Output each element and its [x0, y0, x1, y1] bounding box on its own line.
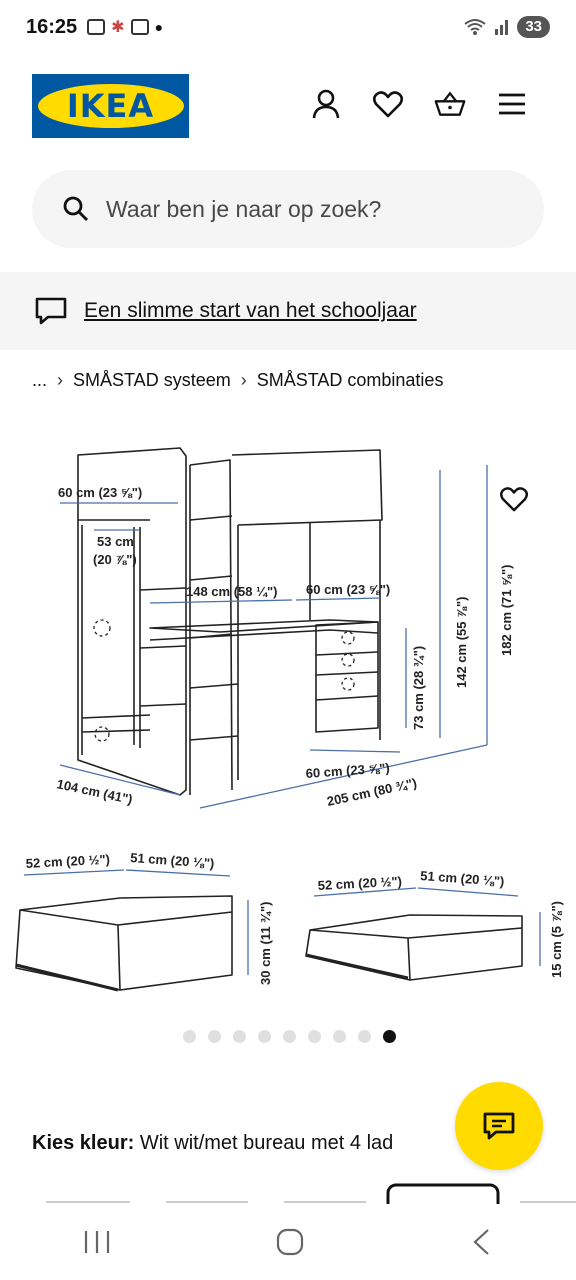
site-header: IKEA [0, 62, 576, 152]
breadcrumb-ellipsis[interactable]: ... [32, 370, 48, 390]
breadcrumb-item[interactable]: SMÅSTAD combinaties [256, 370, 444, 390]
breadcrumb-item[interactable]: SMÅSTAD systeem [73, 370, 231, 390]
dim-inner-width-in: (20 ⅞") [93, 552, 137, 567]
search-input[interactable]: Waar ben je naar op zoek? [106, 195, 382, 222]
dim-desk-depth: 60 cm (23 ⅝") [306, 582, 390, 597]
breadcrumb: ... › SMÅSTAD systeem › SMÅSTAD combinat… [32, 370, 443, 391]
slack-icon: ✱ [111, 19, 125, 36]
system-nav-bar [0, 1204, 576, 1280]
recent-apps-icon[interactable] [82, 1229, 112, 1255]
carousel-dot[interactable] [182, 1030, 196, 1043]
account-icon[interactable] [310, 88, 342, 120]
carousel-dot[interactable] [257, 1030, 271, 1043]
wishlist-heart-icon[interactable] [500, 486, 528, 517]
heart-icon[interactable] [372, 88, 404, 120]
home-icon[interactable] [275, 1227, 305, 1257]
status-time: 16:25 [26, 15, 78, 38]
dim-desk-width: 148 cm (58 ¼") [186, 584, 277, 599]
colour-label: Kies kleur: [32, 1132, 135, 1154]
battery-level: 33 [517, 16, 550, 38]
image-carousel-indicator [0, 1030, 576, 1043]
back-icon[interactable] [468, 1227, 494, 1257]
chevron-right-icon: › [240, 370, 247, 390]
colour-selection: Kies kleur: Wit wit/met bureau met 4 lad [32, 1132, 393, 1155]
dim-drawer1-width: 52 cm (20 ½") [25, 852, 110, 871]
carousel-dot[interactable] [282, 1030, 296, 1043]
dim-desk-height: 73 cm (28 ¾") [411, 646, 426, 730]
carousel-dot[interactable] [232, 1030, 246, 1043]
signal-icon [495, 20, 509, 35]
colour-value: Wit wit/met bureau met 4 lad [139, 1132, 394, 1154]
gallery-icon [130, 19, 149, 35]
colour-thumbnails[interactable] [0, 1180, 576, 1204]
dim-inner-width: 53 cm [97, 534, 134, 549]
dim-drawer1-height: 30 cm (11 ¾") [258, 902, 273, 986]
status-bar: 16:25 ✱ ● 33 [0, 0, 576, 54]
carousel-dot[interactable] [207, 1030, 221, 1043]
carousel-dot[interactable] [307, 1030, 321, 1043]
dim-drawer2-width: 52 cm (20 ½") [317, 874, 402, 893]
product-image[interactable]: 60 cm (23 ⅝") 53 cm (20 ⅞") 148 cm (58 ¼… [0, 440, 576, 1000]
promo-banner[interactable]: Een slimme start van het schooljaar [0, 272, 576, 350]
dim-drawer2-height: 15 cm (5 ⅞") [549, 901, 564, 978]
carousel-dot[interactable] [382, 1030, 396, 1043]
menu-icon[interactable] [496, 88, 528, 120]
chat-icon [483, 1112, 515, 1140]
chat-bubble-icon [35, 297, 67, 325]
dim-under-height: 142 cm (55 ⅞") [454, 597, 469, 688]
search-icon [63, 196, 88, 221]
ikea-logo[interactable]: IKEA [32, 74, 189, 138]
dim-bed-depth: 60 cm (23 ⅝") [58, 485, 142, 500]
search-bar[interactable]: Waar ben je naar op zoek? [32, 170, 544, 248]
screenshot-icon [87, 19, 106, 35]
dim-drawer2-depth: 51 cm (20 ⅛") [420, 868, 505, 889]
notification-icons: ✱ ● [87, 17, 163, 37]
carousel-dot[interactable] [332, 1030, 346, 1043]
basket-icon[interactable] [434, 88, 466, 120]
selected-thumbnail [386, 1183, 500, 1204]
dot-icon: ● [154, 19, 164, 35]
dim-total-length: 205 cm (80 ¾") [326, 775, 419, 809]
dim-drawer1-depth: 51 cm (20 ⅛") [130, 850, 215, 871]
promo-link[interactable]: Een slimme start van het schooljaar [84, 299, 417, 322]
wifi-icon [464, 19, 486, 35]
logo-text: IKEA [66, 87, 155, 125]
chevron-right-icon: › [57, 370, 64, 390]
dim-front-depth: 60 cm (23 ⅝") [305, 760, 390, 781]
carousel-dot[interactable] [357, 1030, 371, 1043]
chat-button[interactable] [455, 1082, 543, 1170]
dim-total-height: 182 cm (71 ⅝") [499, 565, 514, 656]
